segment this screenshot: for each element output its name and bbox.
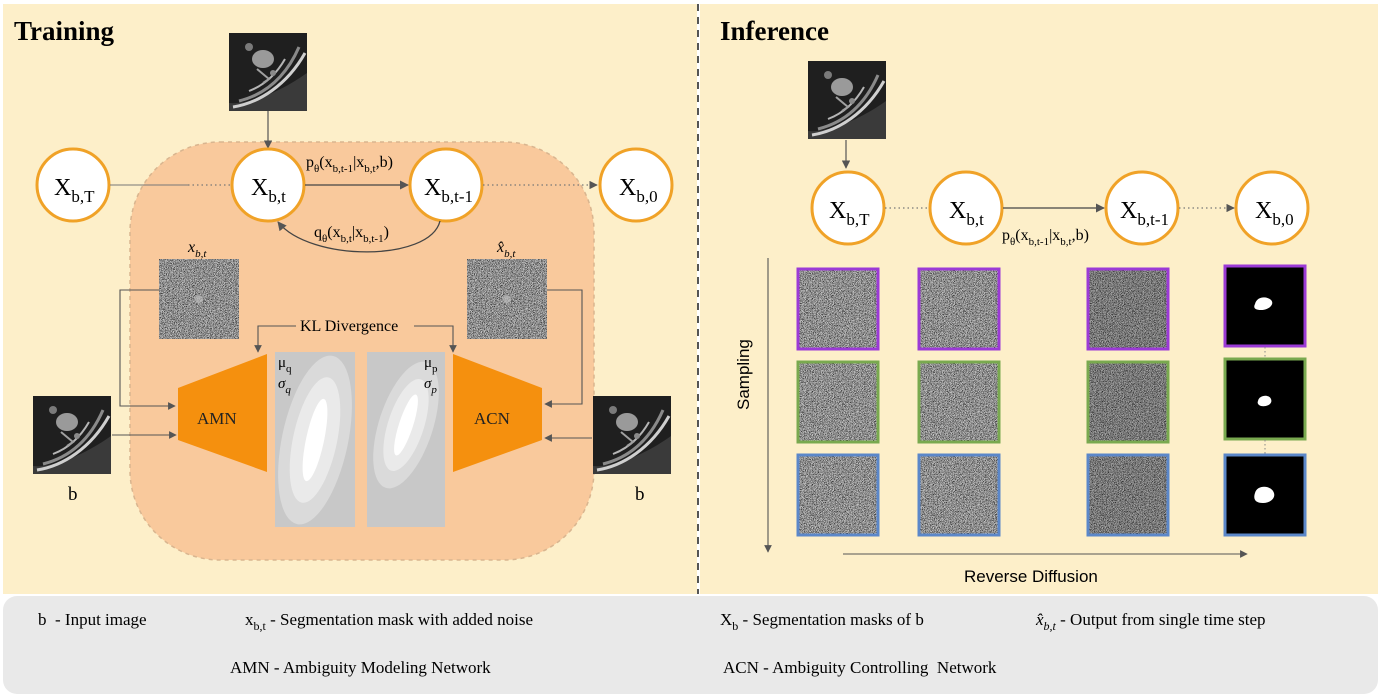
arrow-xbt-to-amn <box>119 289 176 410</box>
xhat-noise-label: x̂b,t <box>496 239 516 260</box>
legend-xb: Xb - Segmentation masks of b <box>720 610 924 633</box>
legend-xhat: x̂b,t - Output from single time step <box>1035 610 1266 633</box>
gaussian-p <box>367 352 445 527</box>
sample-r3-c1 <box>796 453 880 537</box>
b-label-left: b <box>68 484 78 505</box>
svg-text:Xb,t: Xb,t <box>949 198 984 229</box>
q-theta-label-train: qθ(xb,t|xb,t-1) <box>314 224 389 245</box>
sigma-p-label: σp <box>424 376 437 396</box>
svg-text:Xb,0: Xb,0 <box>1255 198 1294 229</box>
ct-image-left <box>31 394 113 476</box>
svg-text:Xb,t-1: Xb,t-1 <box>1120 198 1169 229</box>
amn-network: AMN <box>178 354 267 472</box>
sample-r1-c2 <box>917 267 1001 351</box>
node-xbT-inf: Xb,T <box>810 170 886 246</box>
legend-box <box>3 596 1378 694</box>
sample-r1-c3 <box>1086 267 1170 351</box>
b-label-right: b <box>635 484 645 505</box>
mask-r2 <box>1223 357 1307 441</box>
svg-text:ACN: ACN <box>474 409 510 428</box>
svg-text:Xb,t: Xb,t <box>251 175 286 206</box>
ct-image-inference <box>806 59 888 141</box>
svg-text:Xb,T: Xb,T <box>829 198 870 229</box>
ct-image-top <box>227 31 309 113</box>
noise-image-xhat <box>467 259 547 339</box>
kl-arrow-left <box>254 325 296 353</box>
p-theta-label-train: pθ(xb,t-1|xb,t,b) <box>306 154 393 175</box>
sampling-label: Sampling <box>734 339 753 410</box>
mask-r3 <box>1223 453 1307 537</box>
kl-arrow-right <box>414 325 457 353</box>
training-title: Training <box>14 16 115 46</box>
arrow-xhat-to-acn <box>544 289 583 408</box>
legend-xbt: xb,t - Segmentation mask with added nois… <box>245 610 533 633</box>
svg-text:Xb,0: Xb,0 <box>619 175 658 206</box>
svg-text:AMN: AMN <box>197 409 237 428</box>
mask-r1 <box>1223 264 1307 348</box>
xbt-noise-label: xb,t <box>187 239 207 260</box>
legend-acn: ACN - Ambiguity Controlling Network <box>723 658 997 677</box>
legend-b: b - Input image <box>38 610 147 629</box>
arrow-q-curve <box>277 220 441 253</box>
gaussian-q <box>275 352 355 527</box>
ct-image-right <box>591 394 673 476</box>
node-xb0-train: Xb,0 <box>598 147 674 223</box>
acn-network: ACN <box>453 354 542 472</box>
sample-r1-c1 <box>796 267 880 351</box>
reverse-diffusion-label: Reverse Diffusion <box>964 567 1098 586</box>
sample-r3-c3 <box>1086 453 1170 537</box>
noise-image-xbt <box>159 259 239 339</box>
node-xbt-train: Xb,t <box>230 147 306 223</box>
node-xbt1-train: Xb,t-1 <box>408 147 484 223</box>
sample-grid <box>796 264 1307 537</box>
sample-r2-c3 <box>1086 360 1170 444</box>
node-xb0-inf: Xb,0 <box>1234 170 1310 246</box>
node-xbT-train: Xb,T <box>35 147 111 223</box>
node-xbt1-inf: Xb,t-1 <box>1104 170 1180 246</box>
sigma-q-label: σq <box>278 376 291 396</box>
sample-r3-c2 <box>917 453 1001 537</box>
mu-q-label: μq <box>278 355 292 375</box>
inference-title: Inference <box>720 16 829 46</box>
legend-amn: AMN - Ambiguity Modeling Network <box>230 658 491 677</box>
node-xbt-inf: Xb,t <box>928 170 1004 246</box>
kl-divergence-label: KL Divergence <box>300 318 398 335</box>
svg-text:Xb,t-1: Xb,t-1 <box>424 175 473 206</box>
svg-text:Xb,T: Xb,T <box>54 175 95 206</box>
p-theta-label-inf: pθ(xb,t-1|xb,t,b) <box>1002 227 1089 248</box>
sample-r2-c1 <box>796 360 880 444</box>
sample-r2-c2 <box>917 360 1001 444</box>
mu-p-label: μp <box>424 355 438 375</box>
training-inner-box <box>129 141 595 561</box>
